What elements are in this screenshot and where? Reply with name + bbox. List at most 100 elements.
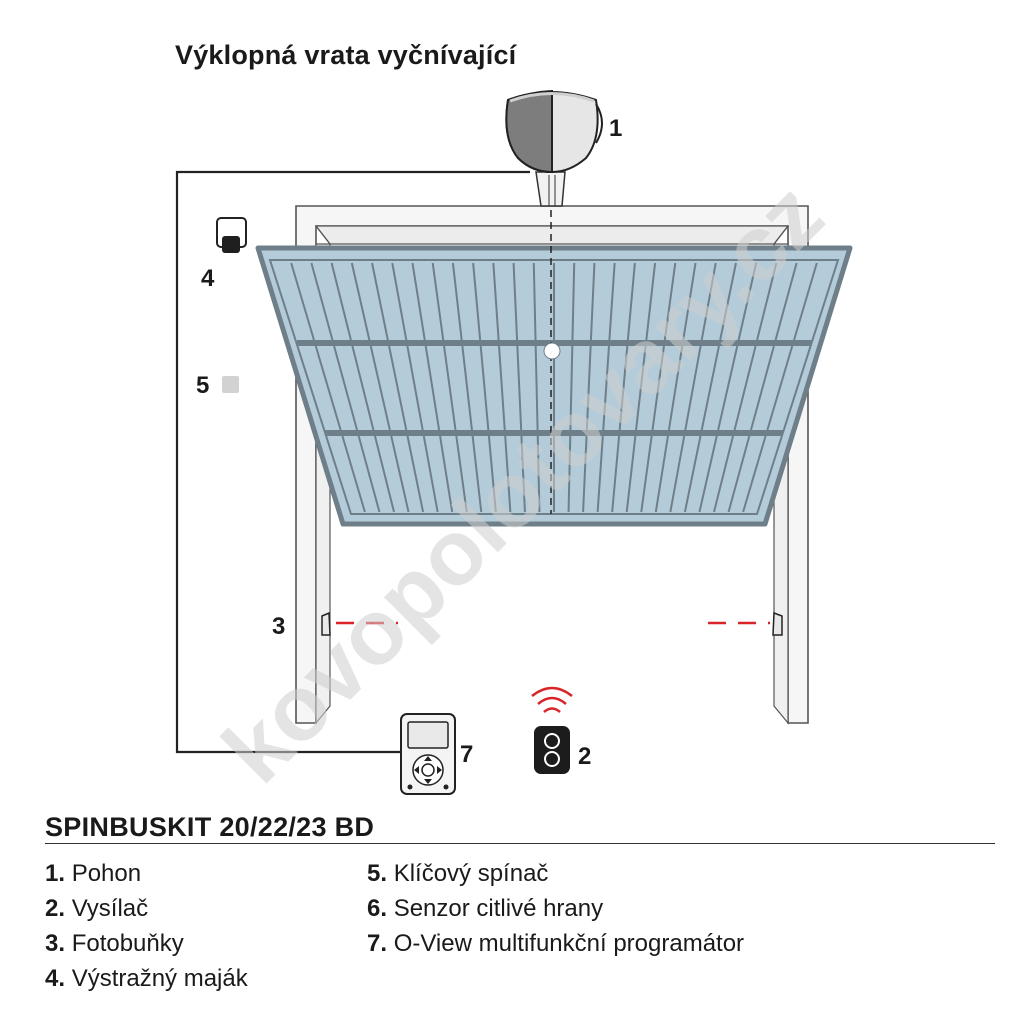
door-slat (351, 345, 375, 431)
door-slat (766, 345, 794, 431)
door-slat (357, 435, 381, 513)
door-slat (310, 262, 334, 341)
door-slat (602, 345, 610, 431)
door-slat (498, 345, 506, 431)
door-slat (371, 262, 389, 341)
door-slat (700, 345, 720, 431)
door-slat (567, 435, 572, 513)
door-slat (290, 262, 315, 341)
door-slat (683, 435, 702, 513)
door-slat (749, 345, 775, 431)
callout-4: 4 (201, 265, 215, 292)
door-slat (461, 345, 473, 431)
door-slat (589, 262, 596, 341)
door-slat (492, 262, 500, 341)
diagram-title: Výklopná vrata vyčnívající (175, 40, 517, 70)
door-slat (713, 435, 735, 513)
door-slat (455, 435, 468, 513)
callout-2: 2 (578, 743, 591, 770)
door-slat (571, 262, 576, 341)
door-slat (742, 435, 767, 513)
door-slat (618, 345, 629, 431)
door-slat (717, 345, 739, 431)
door-slat (406, 345, 424, 431)
door-slat (330, 262, 352, 341)
door-slat (611, 435, 621, 513)
door-slat (479, 345, 490, 431)
warning-beacon-icon (216, 217, 247, 253)
door-slat (422, 435, 439, 513)
door-slat (737, 262, 758, 341)
door-slat (534, 345, 539, 431)
door-slat (682, 262, 697, 341)
kit-title: SPINBUSKIT 20/22/23 BD (45, 812, 375, 842)
door-slat (431, 262, 445, 341)
legend-item: 4. Výstražný maják (45, 965, 248, 992)
door-slat (793, 262, 818, 341)
door-slat (512, 262, 519, 341)
door-slat (756, 262, 778, 341)
door-slat (451, 262, 463, 341)
door-slat (314, 345, 342, 431)
door-slat (719, 262, 737, 341)
photocell-left-icon (321, 611, 331, 636)
door-slat (424, 345, 441, 431)
door-slat (406, 435, 425, 513)
door-slat (640, 435, 653, 513)
door-slat (411, 262, 426, 341)
legend-item: 2. Vysílač (45, 895, 149, 922)
door-slat (667, 345, 684, 431)
door-slat (333, 345, 359, 431)
door-slat (585, 345, 592, 431)
door-slats (290, 262, 818, 513)
door-slat (596, 435, 604, 513)
legend-item: 3. Fotobuňky (45, 930, 184, 957)
door-slat (669, 435, 686, 513)
door-slat (635, 345, 647, 431)
door-slat (516, 345, 523, 431)
legend-item: 7. O-View multifunkční programátor (367, 930, 745, 957)
door-slat (663, 262, 677, 341)
door-slat (504, 435, 512, 513)
key-switch-icon (222, 376, 239, 393)
door-slat (626, 262, 636, 341)
tilting-door-panel (255, 210, 853, 527)
transmitter-icon (531, 686, 573, 774)
door-handle (543, 342, 561, 360)
door-slat (582, 435, 588, 513)
legend-left: 1. Pohon 2. Vysílač 3. Fotobuňky 4. Výst… (45, 856, 248, 996)
door-slat (341, 435, 366, 513)
door-slat (698, 435, 718, 513)
door-slat (651, 345, 665, 431)
legend-item: 6. Senzor citlivé hrany (367, 895, 604, 922)
door-slat (654, 435, 669, 513)
door-slat (391, 262, 408, 341)
legend-item: 1. Pohon (45, 860, 142, 887)
door-slat (390, 435, 410, 513)
door-slat (569, 345, 574, 431)
motor-unit (505, 89, 603, 207)
door-slat (684, 345, 702, 431)
legend-right: 5. Klíčový spínač 6. Senzor citlivé hran… (367, 856, 744, 961)
door-slat (727, 435, 751, 513)
door-slat (608, 262, 616, 341)
photocell-right-icon (772, 611, 783, 636)
garage-door-diagram: 1 4 5 3 7 2 kovopolotovary.cz (175, 89, 853, 800)
callout-5: 5 (196, 372, 209, 399)
callout-7: 7 (460, 741, 473, 768)
door-slat (700, 262, 717, 341)
motor-arm (535, 171, 566, 207)
kit-title-divider (45, 843, 995, 844)
door-slat (774, 262, 798, 341)
callout-1: 1 (609, 115, 622, 142)
door-slat (532, 262, 537, 341)
door-slat (369, 345, 391, 431)
door-slat (645, 262, 657, 341)
door-slat (373, 435, 395, 513)
door-slat (439, 435, 454, 513)
door-slat (487, 435, 497, 513)
door-slat (733, 345, 757, 431)
door-slat (471, 435, 483, 513)
door-slat (520, 435, 526, 513)
legend-item: 5. Klíčový spínač (367, 860, 549, 887)
